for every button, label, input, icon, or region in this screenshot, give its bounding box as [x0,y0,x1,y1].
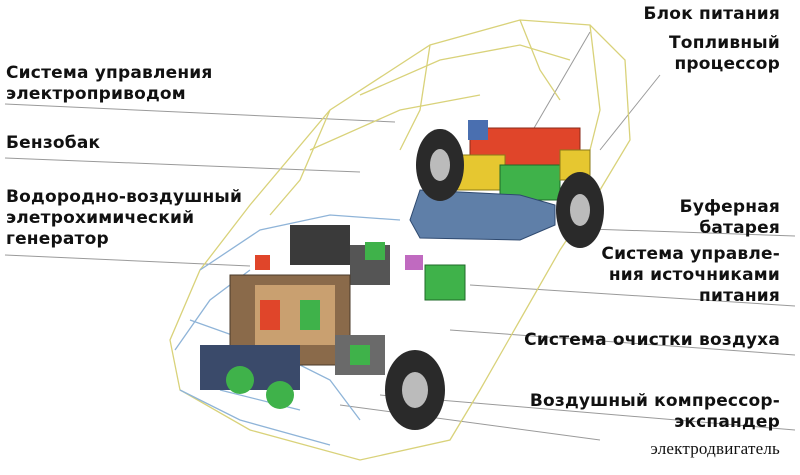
label-fuel-processor-line2: процессор [674,54,780,74]
fan-left [226,366,254,394]
label-buffer-battery: Буферная батарея [680,197,780,239]
label-air-cleaning: Система очистки воздуха [524,330,780,350]
leader-motor [339,404,601,441]
green-module-1 [365,242,385,260]
label-generator-line3: генератор [6,229,109,249]
rear-wheels [416,129,604,248]
label-fuel-processor-line1: Топливный [669,33,780,53]
label-drive-control-line2: электроприводом [6,84,186,104]
leader-lines [4,31,796,441]
battery-blue-cap [468,120,488,140]
leader-power-block [529,31,591,136]
label-power-control-line2: ния источниками [608,265,780,285]
leader-drive-control [4,103,396,123]
fuel-tank-shape [409,189,556,241]
red-cap [255,255,270,270]
buffer-battery-block [454,120,591,201]
label-generator-line1: Водородно-воздушный [6,187,243,207]
leader-fuel-processor [599,74,661,151]
engine-bay-components [200,225,466,409]
label-drive-control-line1: Система управления [6,63,213,83]
label-compressor: Воздушный компрессор- экспандер [530,391,780,433]
label-power-control-line3: питания [699,286,780,306]
leader-air-cleaning [449,329,796,356]
label-drive-control: Система управления электроприводом [6,63,213,105]
front-wheel [385,350,445,430]
leader-fuel-tank [4,157,361,173]
label-compressor-line1: Воздушный компрессор- [529,391,780,411]
leader-compressor [379,394,796,431]
fan-right [266,381,294,409]
label-fuel-tank: Бензобак [6,133,101,153]
label-power-control-line1: Система управле- [601,244,780,264]
label-motor: электродвигатель [650,439,780,458]
label-compressor-line2: экспандер [674,412,780,432]
green-pipe-1 [300,300,320,330]
label-power-block: Блок питания [643,4,780,24]
label-buffer-battery-line2: батарея [699,218,780,238]
red-pipe-1 [260,300,280,330]
compressor-dark-block [290,225,350,265]
power-control-green-box [424,264,466,301]
label-power-control: Система управле- ния источниками питания [601,244,780,307]
label-generator-line2: элетрохимический [6,208,195,228]
leader-power-control [469,284,796,307]
purple-module [405,255,423,270]
label-fuel-processor: Топливный процессор [669,33,780,75]
label-buffer-battery-line1: Буферная [679,197,780,217]
label-generator: Водородно-воздушный элетрохимический ген… [6,187,242,250]
